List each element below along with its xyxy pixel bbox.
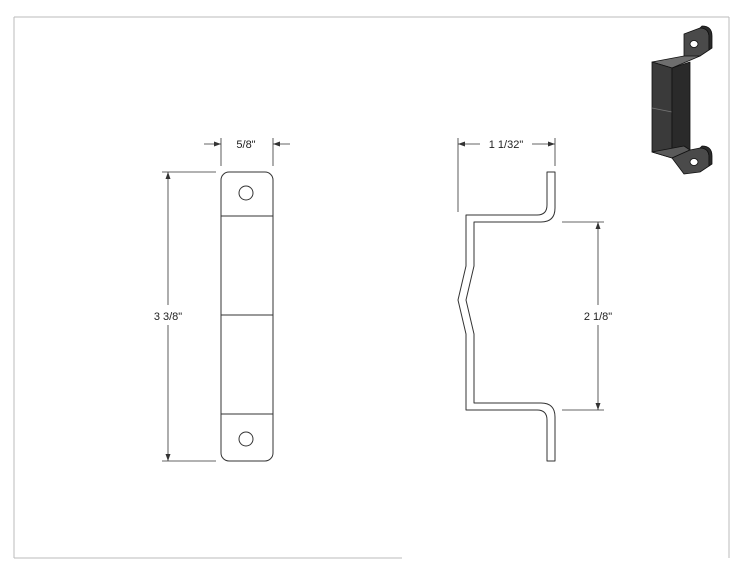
iso-top-hole [689, 40, 699, 48]
front-view-hole-bottom [238, 431, 254, 447]
iso-side-face [671, 61, 691, 159]
side-view-profile [457, 171, 556, 462]
front-view [220, 171, 274, 462]
dimension-side-depth-label: 1 1/32" [489, 139, 524, 151]
iso-bottom-hole [689, 158, 699, 166]
isometric-view [651, 25, 713, 175]
front-view-hole-top [238, 185, 254, 201]
side-view [457, 171, 556, 462]
dimension-front-height [162, 171, 216, 462]
dimension-front-width [204, 138, 290, 166]
dimension-front-width-label: 5/8" [236, 139, 255, 151]
dimension-front-height-label: 3 3/8" [154, 311, 182, 323]
dimension-side-inner-height [562, 221, 604, 411]
sheet-border [13, 16, 730, 559]
dimension-side-depth [457, 138, 556, 212]
front-view-outline [220, 171, 274, 462]
dimension-side-inner-height-label: 2 1/8" [584, 311, 612, 323]
